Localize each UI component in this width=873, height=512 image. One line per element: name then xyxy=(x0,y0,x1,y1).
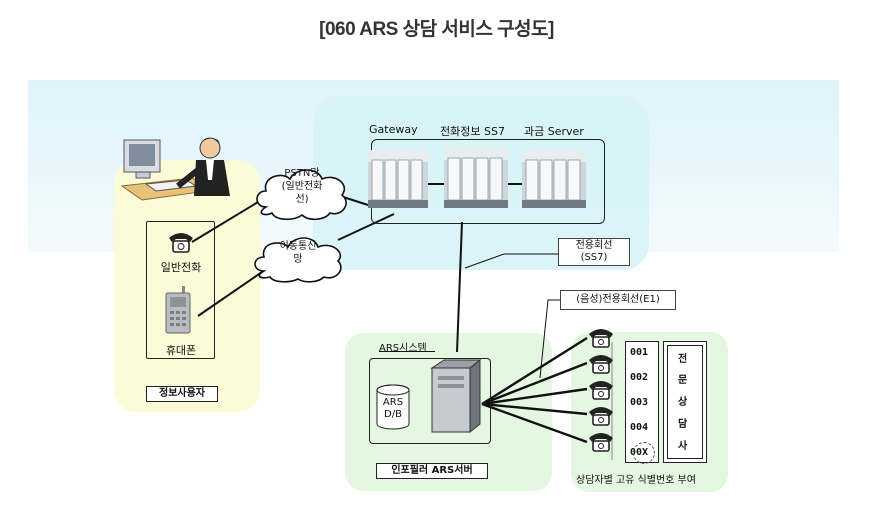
landline-label: 일반전화 xyxy=(160,261,202,274)
specialist-char: 전 xyxy=(678,354,688,365)
ars-system-label: ARS시스템 xyxy=(379,343,427,354)
voice-line-callout: (음성)전용회선(E1) xyxy=(560,290,676,310)
mobile-line-2: 망 xyxy=(293,254,303,265)
user-zone-label: 정보사용자 xyxy=(146,386,218,402)
page-title: [060 ARS 상담 서비스 구성도] xyxy=(319,19,554,40)
gateway-label: Gateway xyxy=(369,123,418,136)
pstn-cloud-label: PSTN망 (일반전화 선) xyxy=(268,167,336,206)
user-phones-frame xyxy=(146,221,215,359)
dedicated-line-2: (SS7) xyxy=(580,252,608,263)
billing-server-image xyxy=(522,150,586,208)
ars-system-underline xyxy=(379,351,435,352)
billing-server-label: 과금 Server xyxy=(524,125,584,138)
specialist-char: 상 xyxy=(678,397,688,408)
agent-number: 001 xyxy=(630,347,649,358)
mobile-line-1: 이동통신 xyxy=(279,241,317,252)
mobile-cloud xyxy=(254,237,342,283)
pstn-line-2: (일반전화 xyxy=(281,181,323,192)
gateway-server-image xyxy=(368,150,428,208)
ss7-label: 전화정보 SS7 xyxy=(440,125,505,138)
agent-number-highlight xyxy=(633,442,655,464)
ars-zone-label: 인포필러 ARS서버 xyxy=(376,463,488,479)
landline-phone-icon xyxy=(169,233,193,253)
agent-number: 002 xyxy=(630,372,649,383)
ars-db-line-1: ARS xyxy=(382,397,404,408)
ars-db-label: ARS D/B xyxy=(377,397,409,421)
ars-system-frame xyxy=(369,358,491,444)
pstn-line-1: PSTN망 xyxy=(284,168,320,179)
agent-number: 004 xyxy=(630,422,649,433)
dedicated-line-callout: 전용회선 (SS7) xyxy=(558,238,630,266)
specialist-char: 사 xyxy=(678,441,688,452)
specialist-char: 담 xyxy=(678,419,688,430)
agent-phone-icon xyxy=(589,329,613,348)
user-zone xyxy=(114,160,260,412)
ars-db-icon xyxy=(376,384,410,430)
mobile-phone-icon xyxy=(165,286,191,334)
pstn-cloud xyxy=(256,169,347,221)
mobile-label: 휴대폰 xyxy=(165,344,197,357)
mobile-cloud-label: 이동통신 망 xyxy=(266,240,330,266)
specialist-inner-box xyxy=(667,345,703,459)
ars-db-line-2: D/B xyxy=(384,409,402,420)
pstn-line-3: 선) xyxy=(295,194,309,205)
specialist-char: 문 xyxy=(678,375,688,386)
ars-server-icon xyxy=(430,358,482,434)
dedicated-line-1: 전용회선 xyxy=(575,240,613,251)
agent-number: 003 xyxy=(630,397,649,408)
specialist-box xyxy=(663,341,707,463)
agent-caption: 상담자별 고유 식별번호 부여 xyxy=(576,475,696,486)
operator-illustration xyxy=(120,137,230,201)
ss7-server-image xyxy=(444,148,508,208)
agent-phone-list xyxy=(586,326,616,470)
